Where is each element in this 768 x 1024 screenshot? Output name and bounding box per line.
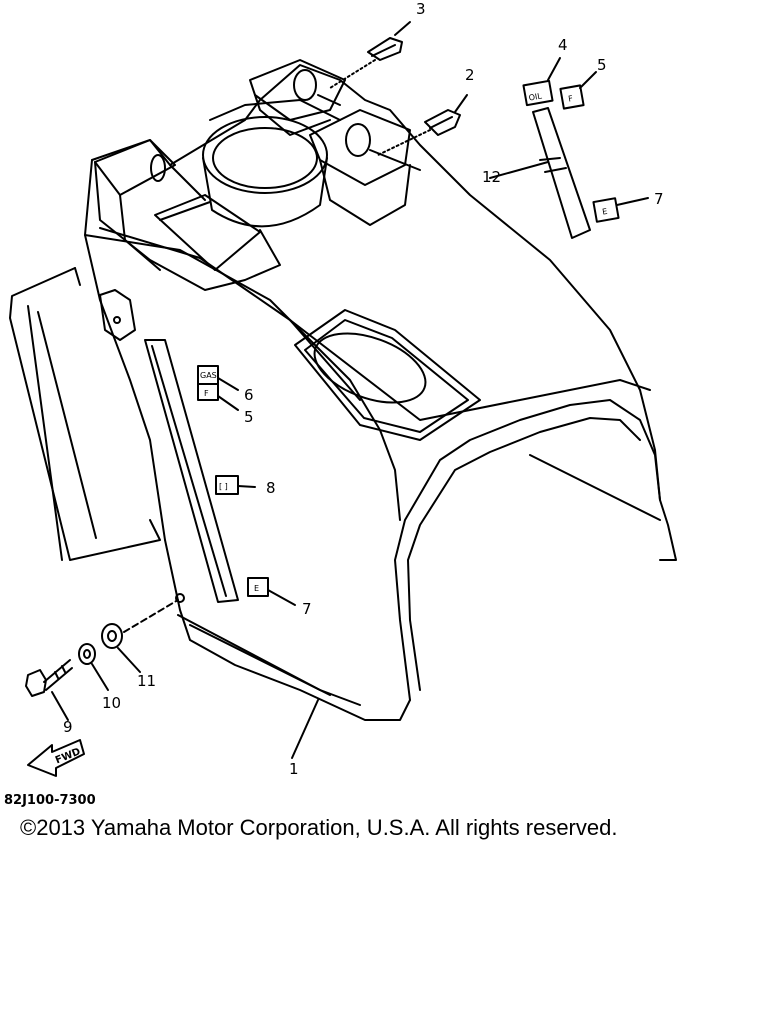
leader-3-to-pod — [329, 59, 376, 89]
empty-decal-top-label: E — [602, 207, 609, 217]
leader-6 — [217, 377, 239, 391]
leader-3 — [394, 21, 411, 36]
right-pod-lower — [309, 109, 421, 226]
callout-8: 8 — [266, 479, 276, 497]
callout-4: 4 — [558, 36, 568, 54]
part-2-cap — [424, 94, 468, 136]
callout-7-side: 7 — [302, 600, 312, 618]
part-11-washer — [101, 623, 141, 673]
left-pod — [94, 139, 281, 291]
fuel-decal-top-label: F — [568, 94, 574, 104]
callout-7-top: 7 — [654, 190, 664, 208]
fastener-axis — [123, 599, 179, 633]
leader-7-top — [616, 197, 649, 206]
callout-2: 2 — [465, 66, 475, 84]
callout-5-side: 5 — [244, 408, 254, 426]
leader-2 — [454, 94, 468, 113]
callout-11: 11 — [137, 672, 156, 690]
fuel-decal-side-label: F — [204, 389, 209, 398]
callout-12: 12 — [482, 168, 501, 186]
copyright-notice: ©2013 Yamaha Motor Corporation, U.S.A. A… — [20, 815, 618, 840]
part-5-fuel-decal-top — [559, 71, 597, 110]
leader-5-side — [217, 395, 239, 411]
fwd-arrow-icon — [27, 739, 85, 777]
leader-12 — [489, 161, 549, 179]
part-4-oil-decal — [522, 57, 561, 107]
empty-decal-side-label: E — [254, 584, 259, 593]
leader-1 — [291, 699, 319, 759]
leader-10 — [91, 663, 109, 691]
callout-10: 10 — [102, 694, 121, 712]
front-cover-body — [9, 64, 677, 721]
leader-11 — [117, 647, 141, 673]
leader-2-to-pod — [377, 129, 431, 156]
center-bezel — [202, 99, 341, 228]
callout-5-top: 5 — [597, 56, 607, 74]
part-12-strip — [489, 107, 591, 239]
part-5-fuel-decal-side — [197, 383, 239, 411]
decal-8-label: [ ] — [219, 482, 228, 491]
part-7-empty-decal-top — [592, 197, 649, 223]
leader-4 — [547, 57, 561, 81]
callout-1: 1 — [289, 760, 299, 778]
part-3-cap — [367, 21, 411, 61]
part-10-lock-washer — [78, 643, 109, 691]
callout-3: 3 — [416, 0, 426, 18]
part-7-empty-decal-side — [247, 577, 296, 606]
leader-5-top — [579, 71, 597, 89]
callout-9: 9 — [63, 718, 73, 736]
callout-6: 6 — [244, 386, 254, 404]
leader-9 — [51, 691, 69, 721]
drawing-number: 82J100-7300 — [4, 793, 96, 808]
gas-decal-label: GAS — [200, 371, 217, 380]
part-9-bolt — [25, 659, 73, 721]
part-8-decal — [215, 475, 256, 495]
oil-decal-label: OIL — [528, 91, 543, 102]
fuel-opening — [294, 309, 481, 441]
leader-7-side — [267, 589, 296, 606]
leader-8 — [237, 485, 256, 488]
mount-hole — [175, 593, 185, 603]
right-pod-upper — [249, 59, 346, 136]
